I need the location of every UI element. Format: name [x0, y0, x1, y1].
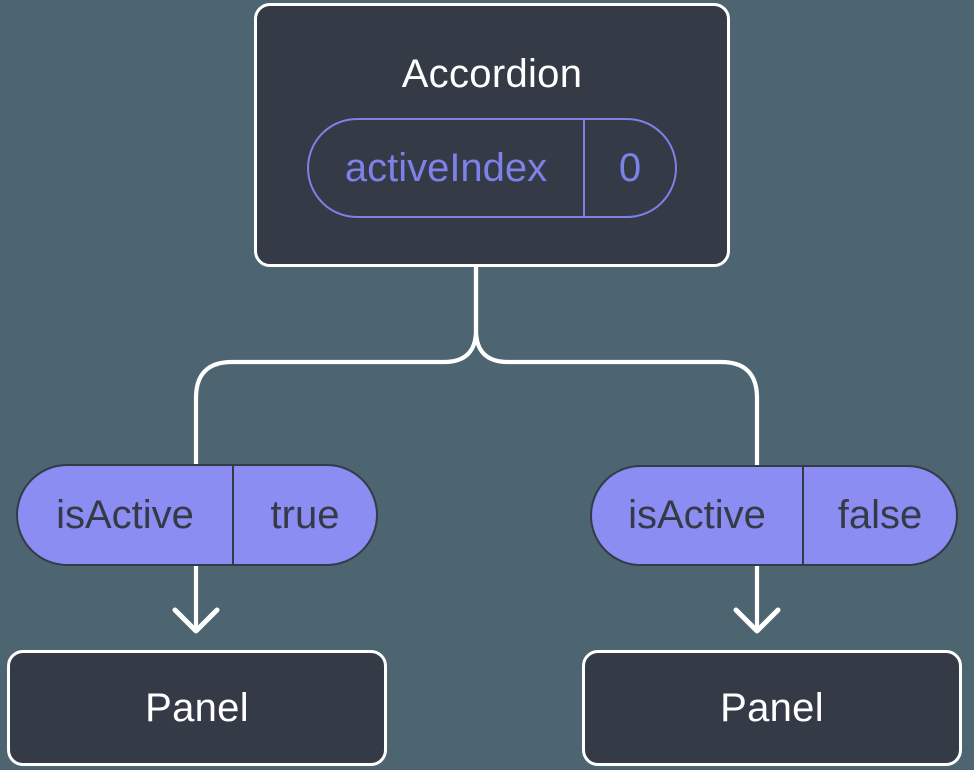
left-arrowhead — [172, 607, 220, 634]
panel-node-right: Panel — [582, 650, 962, 766]
right-branch-connector — [473, 264, 760, 632]
right-arrowhead — [733, 607, 781, 634]
is-active-label: isActive — [592, 467, 804, 564]
is-active-value: true — [270, 492, 340, 537]
panel-label: Panel — [720, 685, 824, 730]
active-index-badge: activeIndex 0 — [307, 118, 677, 218]
is-active-value: false — [837, 493, 923, 537]
active-index-label: activeIndex — [309, 120, 585, 216]
active-index-value: 0 — [618, 145, 642, 190]
is-active-badge-false: isActive false — [590, 465, 958, 566]
panel-label: Panel — [145, 685, 249, 730]
is-active-badge-true: isActive true — [16, 464, 378, 566]
accordion-title: Accordion — [401, 52, 583, 96]
accordion-node: Accordion activeIndex 0 — [254, 3, 730, 267]
left-branch-connector — [193, 264, 479, 632]
is-active-label: isActive — [18, 466, 234, 564]
panel-node-left: Panel — [7, 650, 387, 766]
